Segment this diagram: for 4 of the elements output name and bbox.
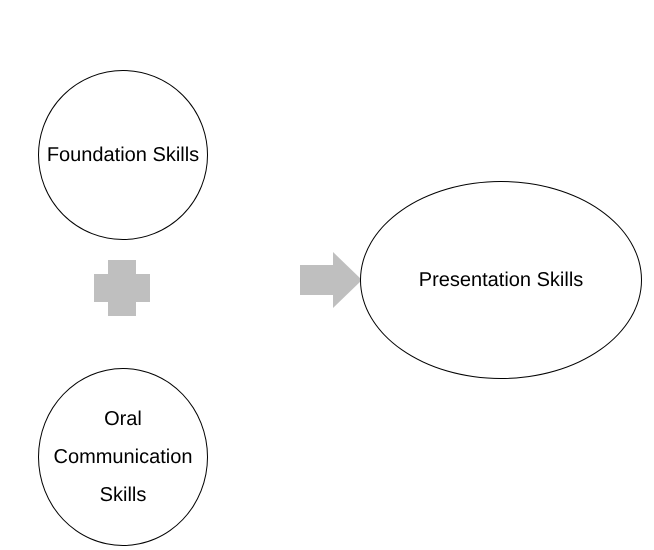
node-label: Foundation Skills: [46, 143, 200, 168]
block-arrow: [300, 252, 362, 308]
node-label: Presentation Skills: [418, 268, 584, 293]
node-label: Oral Communication Skills: [52, 407, 194, 508]
